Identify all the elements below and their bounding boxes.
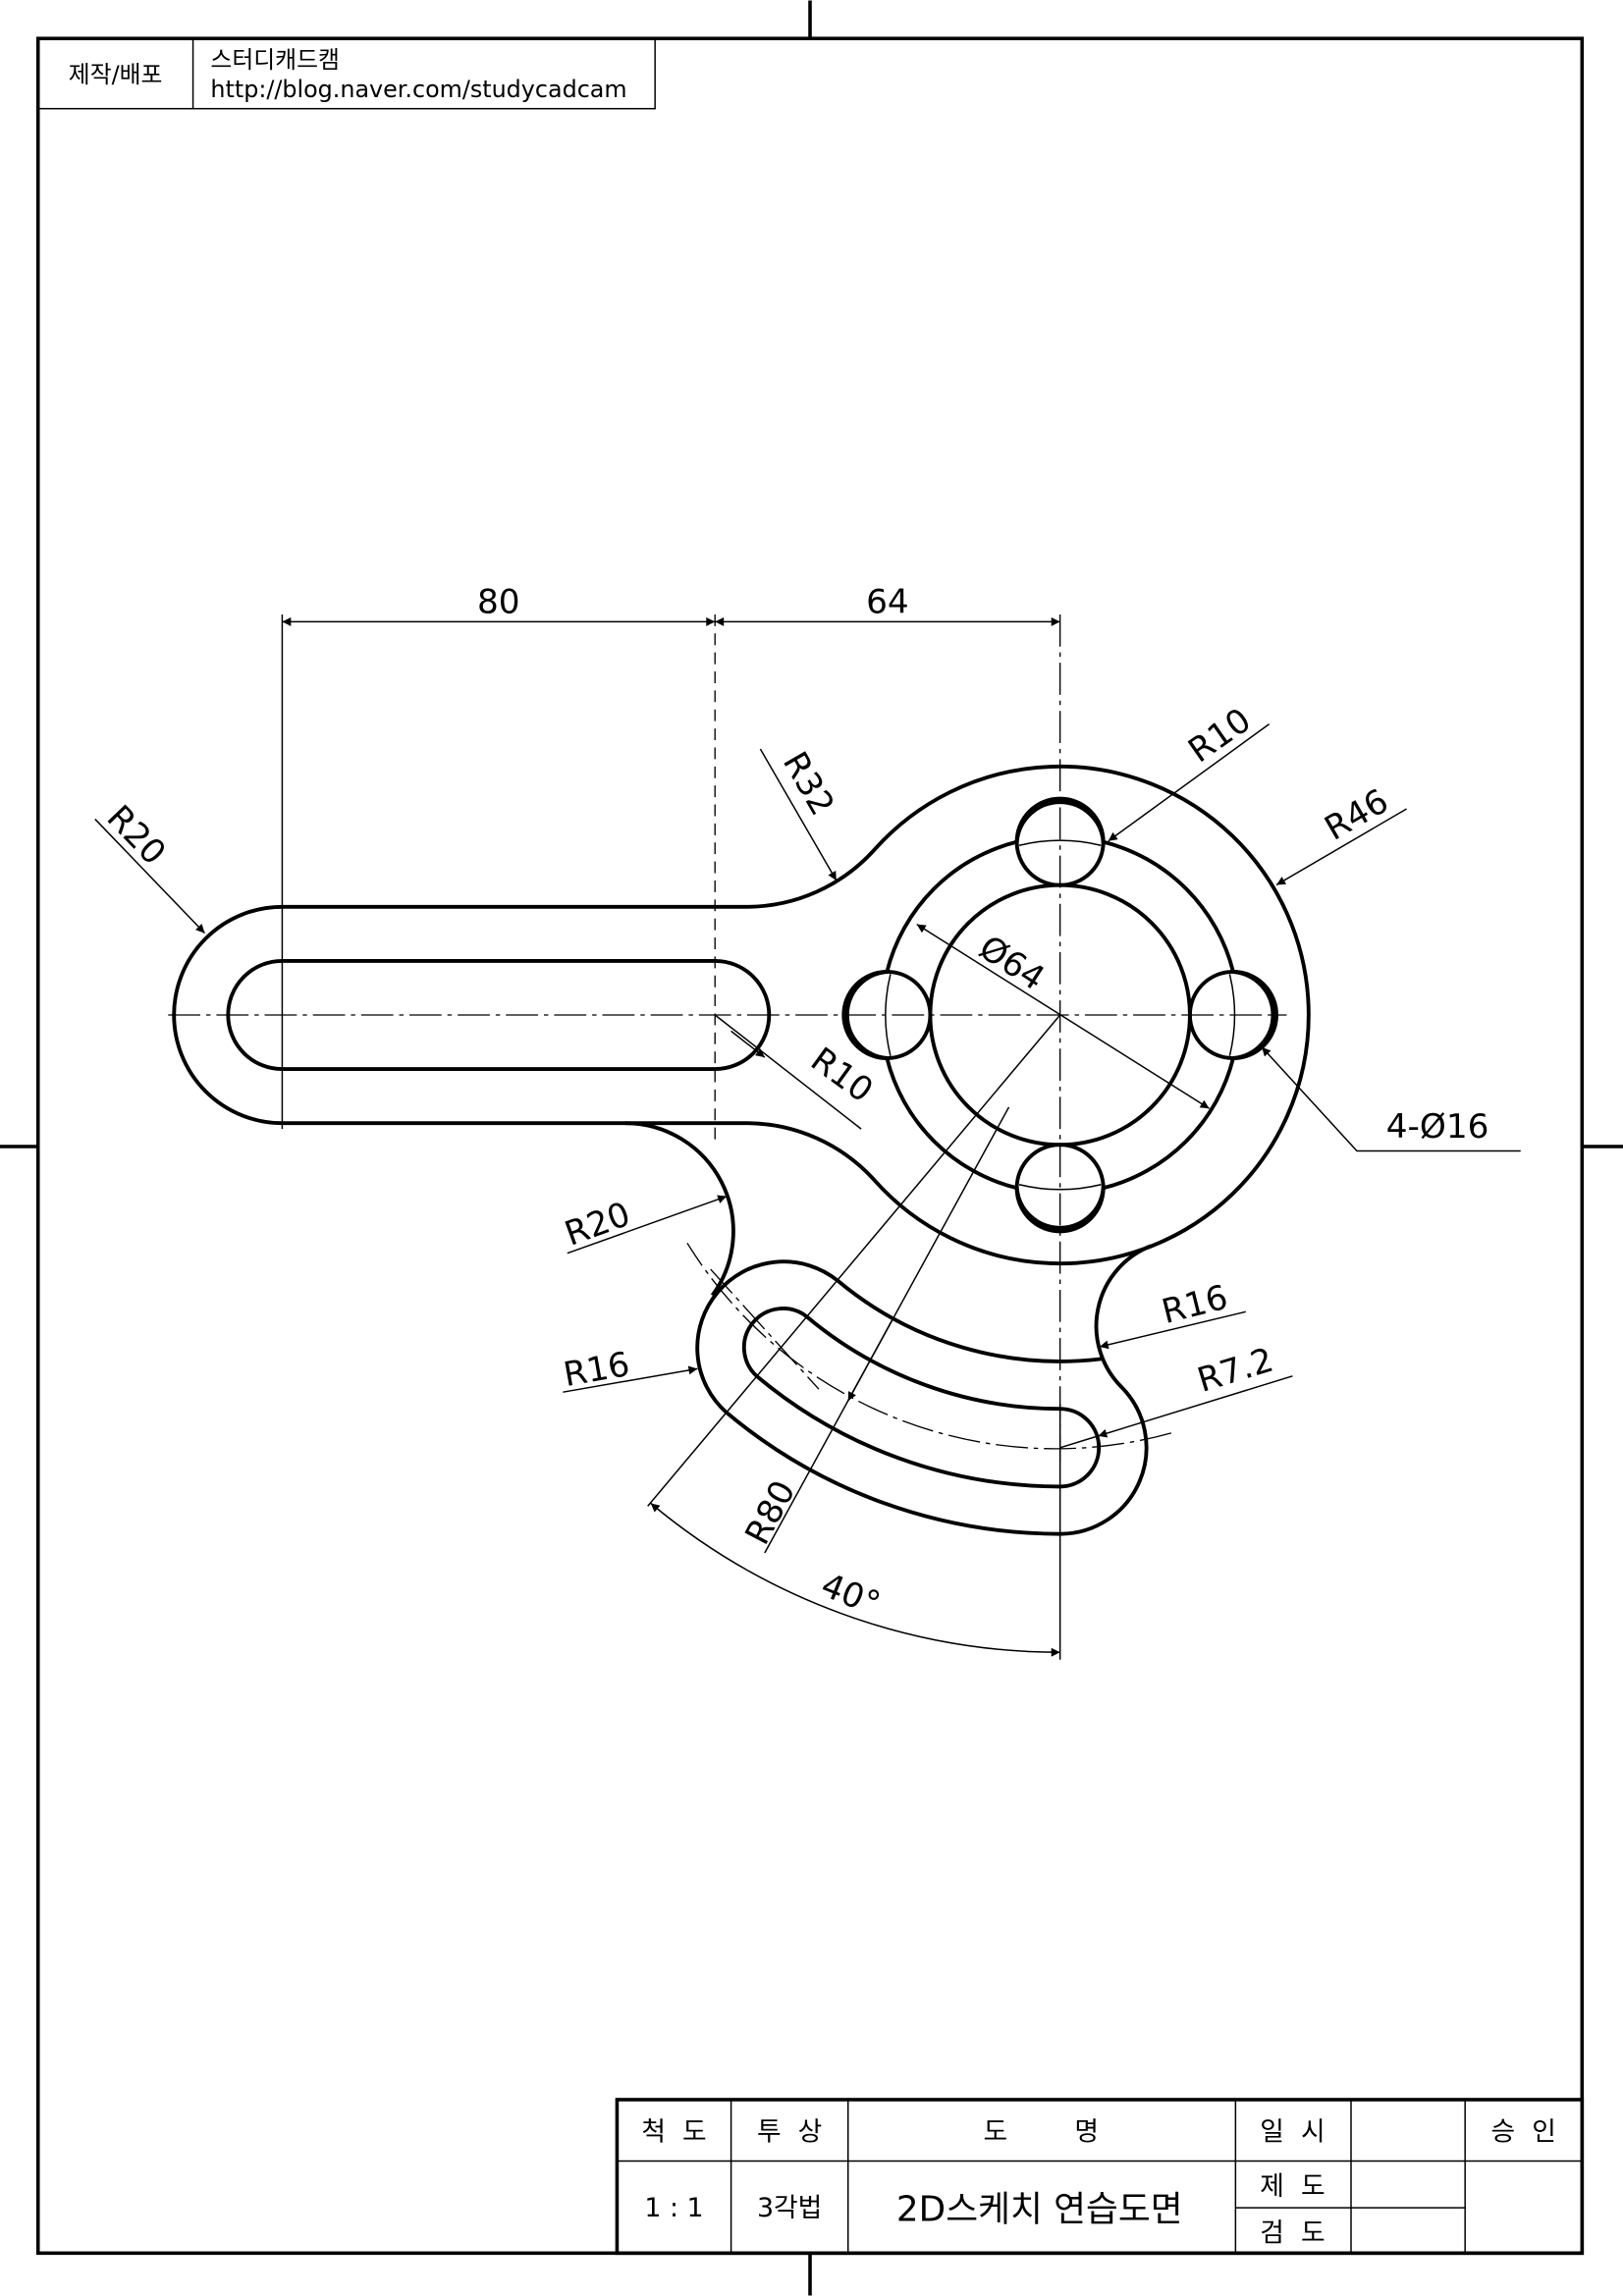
dim-64: 64 [866, 582, 909, 621]
center-lines [168, 614, 1287, 1660]
dim-80: 80 [477, 582, 520, 621]
arm-slot [226, 958, 772, 1072]
publisher-url: http://blog.naver.com/studycadcam [210, 76, 626, 103]
scale-value: 1 : 1 [644, 2193, 703, 2223]
dimension-labels: 80 64 R20 R32 R10 R46 Ø64 4-Ø16 R10 R20 … [99, 582, 1489, 1624]
arm-and-hub-outline [172, 764, 1311, 1266]
projection-label: 투 상 [757, 2117, 822, 2148]
date-label: 일 시 [1260, 2117, 1325, 2148]
dim-r80: R80 [737, 1474, 803, 1551]
dim-r32: R32 [775, 745, 841, 822]
dim-r20-fillet: R20 [560, 1195, 635, 1255]
projection-value: 3각법 [757, 2193, 822, 2223]
dim-r16-fillet: R16 [1158, 1278, 1231, 1332]
drafted-label: 제 도 [1260, 2171, 1325, 2202]
drawing-name: 2D스케치 연습도면 [896, 2190, 1183, 2230]
publisher-label: 제작/배포 [69, 61, 163, 88]
dimension-lines [94, 616, 1521, 1657]
dim-dia64: Ø64 [972, 928, 1052, 998]
curved-slot-inner [741, 1307, 1102, 1489]
approval-label: 승 인 [1491, 2117, 1556, 2148]
scale-label: 척 도 [641, 2117, 706, 2148]
part-outline [172, 764, 1311, 1536]
publisher-header: 제작/배포 스터디캐드캠 http://blog.naver.com/study… [36, 37, 656, 110]
drawing-name-label: 도 명 [984, 2117, 1099, 2148]
r20-fillet [624, 1121, 735, 1297]
title-block: 척 도 투 상 도 명 일 시 승 인 1 : 1 3각법 2D스케치 연습도면… [615, 2098, 1585, 2256]
dim-r16-slot: R16 [561, 1345, 632, 1395]
dim-r20-arm: R20 [99, 798, 174, 873]
dim-angle-40: 40° [816, 1566, 886, 1625]
dim-r7-2: R7.2 [1193, 1341, 1278, 1401]
curved-slot-outer [695, 1259, 1103, 1536]
checked-label: 검 도 [1260, 2217, 1325, 2248]
dim-4-holes: 4-Ø16 [1386, 1107, 1489, 1147]
publisher-name: 스터디캐드캠 [210, 46, 339, 74]
curved-slot-end-fillet [1059, 1244, 1152, 1536]
